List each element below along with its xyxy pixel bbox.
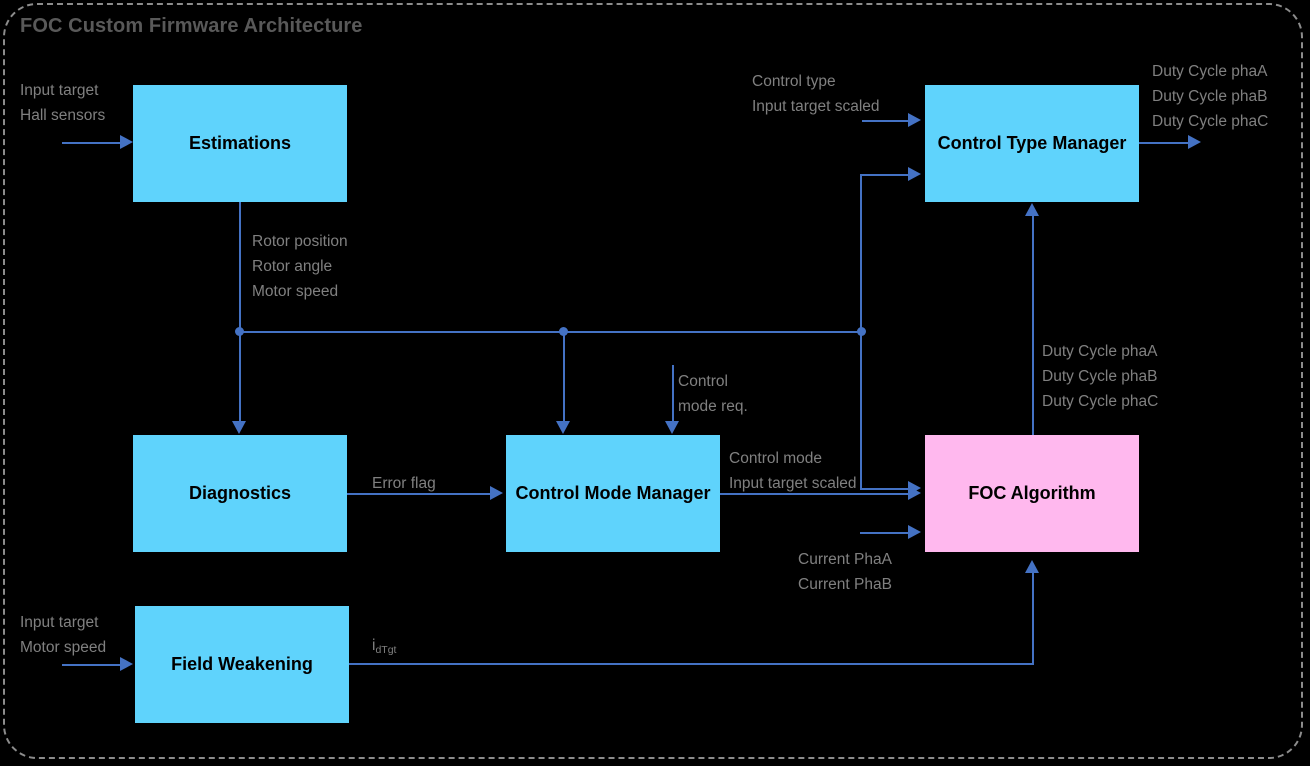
signal-label-estimations-output: Rotor position Rotor angle Motor speed	[252, 233, 348, 301]
wire-control-type-output	[1139, 142, 1191, 144]
signal-idtgt-subscript: dTgt	[375, 644, 397, 656]
block-field-weakening-label: Field Weakening	[171, 654, 313, 675]
block-foc-algorithm[interactable]: FOC Algorithm	[925, 435, 1139, 552]
signal-label-current-phases: Current PhaA Current PhaB	[798, 551, 892, 594]
signal-idtgt-base: i	[372, 637, 376, 654]
wire-error-flag	[347, 493, 493, 495]
wire-control-mode-request	[672, 365, 674, 423]
arrowhead-input-to-field-weakening	[120, 657, 133, 671]
block-control-mode-manager[interactable]: Control Mode Manager	[506, 435, 720, 552]
block-foc-algorithm-label: FOC Algorithm	[968, 483, 1096, 504]
block-control-mode-manager-label: Control Mode Manager	[515, 483, 711, 504]
block-diagnostics-label: Diagnostics	[188, 483, 292, 504]
wire-branch-down-to-foc	[860, 331, 862, 489]
block-control-type-manager[interactable]: Control Type Manager	[925, 85, 1139, 202]
arrowhead-bus-to-diagnostics	[232, 421, 246, 434]
arrowhead-current-phases-to-foc	[908, 525, 921, 539]
arrowhead-control-mode-request	[665, 421, 679, 434]
wire-bus-to-control-mode-manager	[563, 331, 565, 423]
block-diagnostics[interactable]: Diagnostics	[133, 435, 347, 552]
wire-field-weakening-riser	[1032, 572, 1034, 664]
arrowhead-bus-to-control-mode-manager	[556, 421, 570, 434]
arrowhead-branch-into-control-type	[908, 167, 921, 181]
wire-input-to-estimations	[62, 142, 122, 144]
signal-label-control-type-output: Duty Cycle phaA Duty Cycle phaB Duty Cyc…	[1152, 63, 1269, 131]
signal-label-error-flag: Error flag	[372, 475, 436, 492]
wire-bus-to-diagnostics	[239, 331, 241, 423]
signal-label-control-mode-request: Control mode req.	[678, 373, 748, 416]
signal-label-control-mode-output: Control mode Input target scaled	[729, 450, 857, 493]
signal-label-field-weakening-input: Input target Motor speed	[20, 614, 107, 657]
wire-current-phases-to-foc	[860, 532, 912, 534]
arrowhead-error-flag	[490, 486, 503, 500]
block-estimations[interactable]: Estimations	[133, 85, 347, 202]
block-control-type-manager-label: Control Type Manager	[937, 133, 1127, 154]
signal-label-foc-duty-cycle-output: Duty Cycle phaA Duty Cycle phaB Duty Cyc…	[1042, 343, 1159, 411]
wire-estimations-bus	[239, 331, 862, 333]
arrowhead-field-weakening-to-foc	[1025, 560, 1039, 573]
wire-input-to-field-weakening	[62, 664, 122, 666]
wire-control-mode-to-foc	[720, 493, 912, 495]
arrowhead-control-type-output	[1188, 135, 1201, 149]
wire-control-type-input	[862, 120, 912, 122]
wire-branch-into-foc	[860, 488, 912, 490]
wire-field-weakening-to-foc	[349, 663, 1034, 665]
block-field-weakening[interactable]: Field Weakening	[135, 606, 349, 723]
wire-foc-to-control-type	[1032, 215, 1034, 435]
arrowhead-control-mode-to-foc	[908, 486, 921, 500]
wire-branch-into-control-type	[860, 174, 912, 176]
arrowhead-input-to-estimations	[120, 135, 133, 149]
wire-estimations-down	[239, 202, 241, 332]
signal-label-control-type-input: Control type Input target scaled	[752, 73, 880, 116]
arrowhead-control-type-input	[908, 113, 921, 127]
wire-branch-up-to-control-type	[860, 174, 862, 332]
signal-label-field-weakening-output: idTgt	[372, 633, 396, 658]
page-title: FOC Custom Firmware Architecture	[20, 15, 363, 37]
arrowhead-foc-to-control-type	[1025, 203, 1039, 216]
signal-label-estimations-input: Input target Hall sensors	[20, 82, 106, 125]
block-estimations-label: Estimations	[188, 133, 292, 154]
